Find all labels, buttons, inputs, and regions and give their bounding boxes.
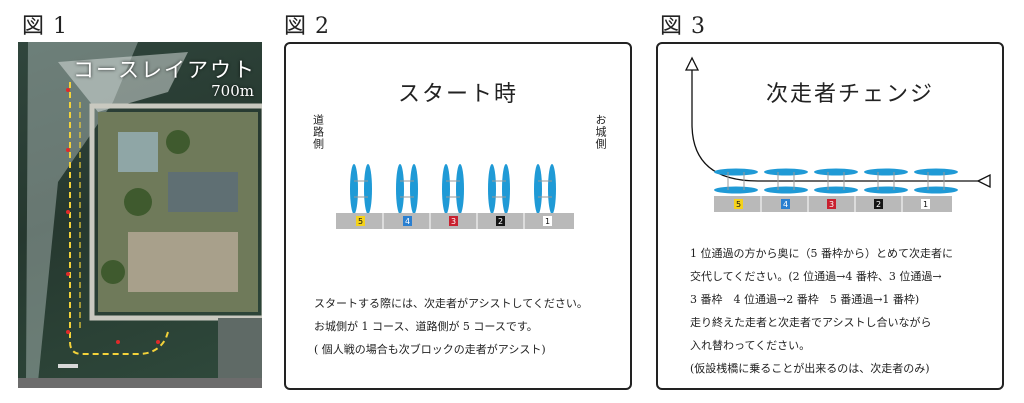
buoy-marker	[116, 340, 120, 344]
buoy-marker	[156, 340, 160, 344]
lane-4-number: 4	[405, 217, 410, 226]
land-area	[218, 318, 262, 388]
castle-grounds	[128, 232, 238, 292]
start-dock	[58, 364, 78, 368]
figure-2-label: 図 2	[284, 8, 330, 40]
arrow-head-up	[686, 58, 698, 70]
lane-2-number: 2	[876, 200, 881, 209]
boat-lane-1	[534, 164, 556, 214]
lane-5-number: 5	[736, 200, 741, 209]
boat-lane-5	[350, 164, 372, 214]
lane-3-number: 3	[451, 217, 456, 226]
tree	[101, 260, 125, 284]
runner-change-diagram: 5 4 3 2 1	[678, 54, 998, 224]
change-note-line: 入れ替わってください。	[690, 334, 953, 357]
start-note-line: スタートする際には、次走者がアシストしてください。	[314, 292, 588, 315]
figure-2-start-panel: スタート時 道路側 お城側	[284, 42, 632, 390]
buoy-marker	[66, 148, 70, 152]
runner-change-notes: 1 位通過の方から奥に（5 番枠から）とめて次走者に 交代してください。(2 位…	[690, 242, 953, 380]
lane-2-number: 2	[498, 217, 503, 226]
return-route-arrow	[692, 64, 978, 181]
change-note-line: (仮設桟橋に乗ることが出来るのは、次走者のみ)	[690, 357, 953, 380]
boat-lane-4	[396, 164, 418, 214]
lane-3-number: 3	[829, 200, 834, 209]
change-note-line: 1 位通過の方から奥に（5 番枠から）とめて次走者に	[690, 242, 953, 265]
lane-4-number: 4	[783, 200, 788, 209]
road-edge	[18, 378, 262, 388]
course-layout-aerial-photo: コースレイアウト 700m	[18, 42, 262, 388]
start-title: スタート時	[286, 76, 630, 108]
start-note-line: お城側が 1 コース、道路側が 5 コースです。	[314, 315, 588, 338]
course-distance: 700m	[211, 82, 254, 100]
course-layout-title: コースレイアウト	[18, 54, 256, 84]
castle-building	[168, 172, 238, 212]
boat-lane-2	[488, 164, 510, 214]
figure-1-label: 図 1	[22, 8, 68, 40]
castle-roof	[118, 132, 158, 172]
boat-lane-3	[442, 164, 464, 214]
castle-side-label: お城側	[594, 114, 606, 150]
buoy-marker	[66, 272, 70, 276]
boat-row-upper	[714, 169, 958, 176]
arrow-head-left	[978, 175, 990, 187]
change-note-line: 走り終えた走者と次走者でアシストし合いながら	[690, 311, 953, 334]
lane-1-number: 1	[923, 200, 928, 209]
boat-row-lower	[714, 187, 958, 194]
tree	[166, 130, 190, 154]
lane-5-number: 5	[358, 217, 363, 226]
tree	[124, 188, 152, 216]
start-notes: スタートする際には、次走者がアシストしてください。 お城側が 1 コース、道路側…	[314, 292, 588, 361]
figure-3-label: 図 3	[660, 8, 706, 40]
start-note-line: ( 個人戦の場合も次ブロックの走者がアシスト)	[314, 338, 588, 361]
buoy-marker	[66, 88, 70, 92]
start-boats-diagram: 5 4 3 2 1	[336, 159, 576, 239]
road-side-label: 道路側	[312, 114, 324, 150]
lane-1-number: 1	[545, 217, 550, 226]
change-note-line: 交代してください。(2 位通過→4 番枠、3 位通過→	[690, 265, 953, 288]
buoy-marker	[66, 210, 70, 214]
figure-3-runner-change-panel: 次走者チェンジ	[656, 42, 1004, 390]
change-note-line: 3 番枠 4 位通過→2 番枠 5 番通過→1 番枠)	[690, 288, 953, 311]
buoy-marker	[66, 330, 70, 334]
